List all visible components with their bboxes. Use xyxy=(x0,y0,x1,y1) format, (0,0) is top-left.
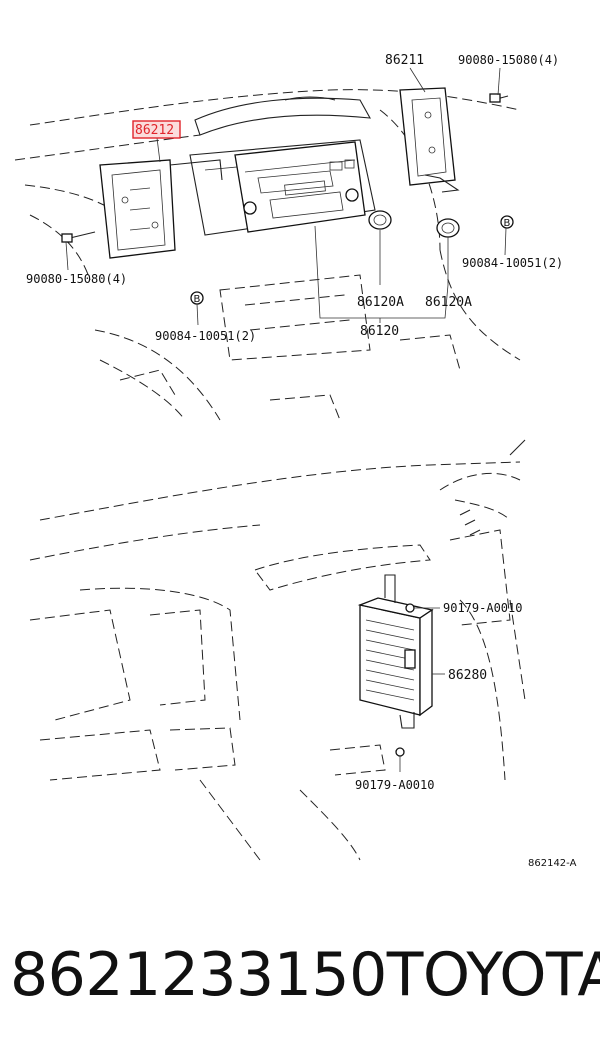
part-caption: 8621233150 TOYOTA xyxy=(0,930,600,1020)
callout-nut-bottom: 90179-A0010 xyxy=(355,778,434,792)
callout-nut-top: 90179-A0010 xyxy=(443,601,522,615)
callout-86212[interactable]: 86212 xyxy=(135,123,174,138)
clip-marker-letter-left: B xyxy=(194,294,201,305)
callout-clip-left: 90084-10051(2) xyxy=(155,329,256,343)
part-number: 8621233150 xyxy=(10,940,387,1010)
callout-bolt-left: 90080-15080(4) xyxy=(26,272,127,286)
callout-knob-b: 86120A xyxy=(425,295,472,310)
parts-diagram: 86211 90080-15080(4) 86212 90080-15080(4… xyxy=(14,53,577,869)
callout-86211: 86211 xyxy=(385,53,424,68)
highlight-86212 xyxy=(132,120,181,139)
callout-clip-right: 90084-10051(2) xyxy=(462,256,563,270)
brand-name: TOYOTA xyxy=(386,940,600,1010)
callout-86120: 86120 xyxy=(360,324,399,339)
clip-marker-letter-right: B xyxy=(504,218,511,229)
callout-86280: 86280 xyxy=(448,668,487,683)
callout-knob-a: 86120A xyxy=(357,295,404,310)
dashboard-top-illustration xyxy=(14,67,521,421)
callout-bolt-top-right: 90080-15080(4) xyxy=(458,53,559,67)
dashboard-bottom-illustration xyxy=(29,439,526,861)
diagram-reference-code: 862142-A xyxy=(528,858,577,869)
